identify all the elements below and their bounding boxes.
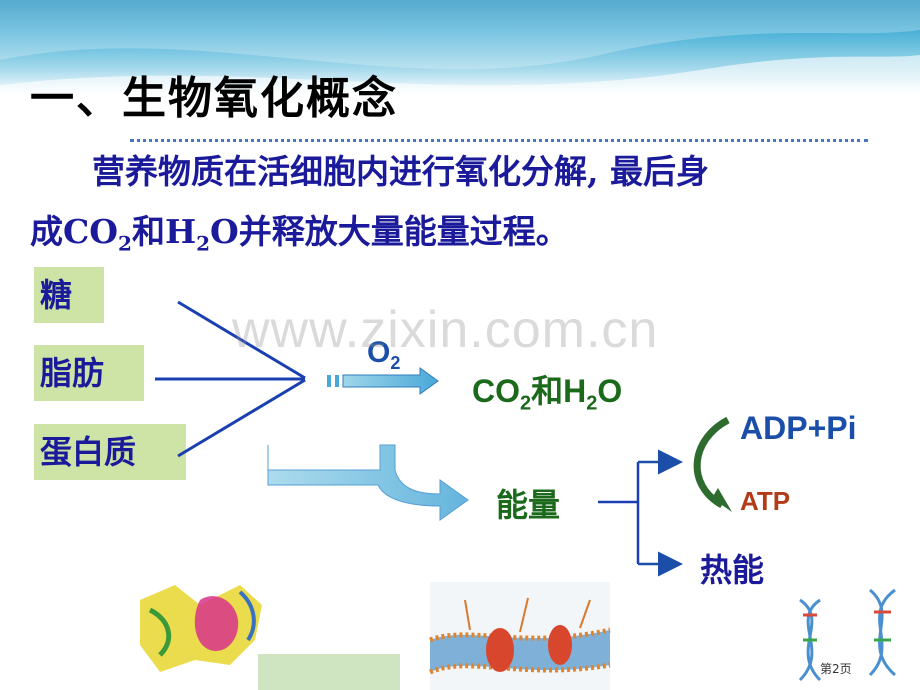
adp-atp-curved-arrow: [693, 416, 732, 512]
nutrient-box-fat: 脂肪: [34, 345, 144, 401]
bottom-box: [258, 654, 400, 690]
paragraph-line-1: 营养物质在活细胞内进行氧化分解, 最后身: [92, 152, 709, 191]
line-sugar: [177, 300, 306, 380]
atp-label: ATP: [740, 486, 791, 516]
dna-helix-image: [798, 588, 896, 682]
products-label: CO2和H2O: [472, 373, 623, 415]
heat-label: 热能: [700, 551, 765, 589]
energy-label: 能量: [496, 486, 561, 524]
nutrient-box-protein: 蛋白质: [34, 424, 186, 480]
oxygen-arrow: [327, 367, 439, 395]
protein-structure-image: [140, 585, 262, 672]
title-divider: [130, 139, 868, 142]
slide-title: 一、生物氧化概念: [30, 73, 398, 124]
adp-pi-label: ADP+Pi: [740, 410, 857, 446]
cell-membrane-image: [429, 582, 611, 690]
watermark: www.zixin.com.cn: [232, 301, 659, 359]
nutrient-box-sugar: 糖: [34, 267, 104, 323]
banner-wave-decoration: [0, 0, 920, 110]
energy-arrow: [267, 444, 469, 521]
line-protein: [177, 378, 306, 458]
paragraph-line-2: 成CO2和H2O并释放大量能量过程。: [30, 212, 569, 256]
oxygen-label: O2: [367, 336, 401, 373]
page-number: 第2页: [820, 662, 852, 676]
